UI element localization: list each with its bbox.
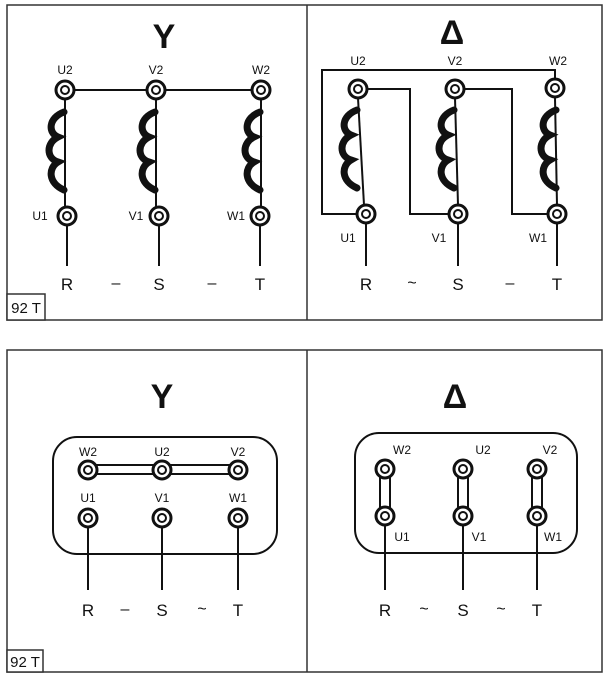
phase-label-s: S (153, 275, 164, 294)
terminal-box (354, 432, 578, 554)
terminal-label-u1: U1 (394, 530, 410, 544)
terminal-u2 (151, 459, 173, 481)
reference-label: 92 T (11, 300, 41, 317)
link-w2-u1 (321, 69, 556, 215)
terminal-label-v2: V2 (543, 443, 558, 457)
terminal-label-v2: V2 (231, 445, 246, 459)
terminal-v1 (447, 203, 469, 225)
phase-label-s: S (452, 275, 463, 294)
terminal-u1 (374, 505, 396, 527)
terminal-label-u1: U1 (80, 491, 96, 505)
terminal-u1 (77, 507, 99, 529)
phase-label-s: S (457, 601, 468, 620)
terminal-w2 (544, 77, 566, 99)
terminal-w1 (526, 505, 548, 527)
terminal-label-w2: W2 (393, 443, 411, 457)
terminal-v1 (452, 505, 474, 527)
terminal-w2 (250, 79, 272, 101)
terminal-label-u2: U2 (154, 445, 170, 459)
phase-label-s: S (156, 601, 167, 620)
phase-label-r: R (379, 601, 391, 620)
terminal-v1 (151, 507, 173, 529)
phase-label-r: R (61, 275, 73, 294)
terminal-label-v1: V1 (472, 530, 487, 544)
phase-label-r: R (360, 275, 372, 294)
terminal-label-v2: V2 (149, 63, 164, 77)
reference-box (6, 649, 44, 673)
terminal-u2 (452, 458, 474, 480)
terminal-v2 (227, 459, 249, 481)
delta-wiring-panel: Δ U2 V2 W2 U1 V1 W1 R S T ~ – (321, 14, 568, 294)
terminal-label-w1: W1 (227, 209, 245, 223)
star-wiring-panel: Y U2 V2 W2 U1 V1 W1 R S T – – 92 T (6, 18, 272, 321)
phase-separator: ~ (496, 601, 505, 618)
terminal-label-w2: W2 (79, 445, 97, 459)
terminal-v2 (526, 458, 548, 480)
star-terminal-box-panel: Y W2 U2 V2 U1 V1 W1 R S T – ~ 92 T (6, 378, 278, 673)
delta-terminal-box-panel: Δ W2 U2 V2 U1 V1 W1 R S T ~ ~ (354, 378, 578, 620)
star-symbol: Y (151, 378, 174, 416)
top-frame (6, 4, 603, 321)
phase-label-t: T (552, 275, 562, 294)
lead-w (554, 97, 558, 206)
coil-u (45, 108, 68, 194)
terminal-label-v2: V2 (448, 54, 463, 68)
terminal-w2 (374, 458, 396, 480)
terminal-label-u1: U1 (340, 231, 356, 245)
terminal-label-u1: U1 (32, 209, 48, 223)
link-v2-w1 (455, 88, 557, 215)
terminal-label-w1: W1 (529, 231, 547, 245)
coil-w (241, 108, 264, 194)
terminal-label-v1: V1 (155, 491, 170, 505)
terminal-box (52, 436, 278, 555)
lead-v (454, 97, 459, 206)
terminal-label-w2: W2 (252, 63, 270, 77)
phase-label-r: R (82, 601, 94, 620)
phase-separator: – (506, 275, 515, 292)
phase-separator: ~ (419, 601, 428, 618)
terminal-u1 (56, 205, 78, 227)
terminal-label-u2: U2 (350, 54, 366, 68)
terminal-u1 (355, 203, 377, 225)
terminal-w1 (546, 203, 568, 225)
terminal-label-w2: W2 (549, 54, 567, 68)
terminal-v1 (148, 205, 170, 227)
lead-u (357, 97, 365, 206)
phase-separator: – (208, 275, 217, 292)
terminal-label-w1: W1 (229, 491, 247, 505)
coil-u (338, 106, 361, 192)
phase-separator: – (121, 601, 130, 618)
terminal-label-v1: V1 (432, 231, 447, 245)
terminal-u2 (347, 78, 369, 100)
phase-label-t: T (255, 275, 265, 294)
terminal-v2 (444, 78, 466, 100)
reference-label: 92 T (10, 654, 40, 671)
coil-w (537, 106, 560, 192)
delta-symbol: Δ (443, 378, 467, 416)
phase-separator: ~ (197, 601, 206, 618)
delta-symbol: Δ (440, 14, 464, 52)
phase-label-t: T (532, 601, 542, 620)
terminal-label-u2: U2 (475, 443, 491, 457)
coil-v (435, 106, 458, 192)
bottom-frame (6, 349, 603, 673)
star-symbol: Y (153, 18, 176, 56)
reference-box (6, 293, 46, 321)
terminal-label-u2: U2 (57, 63, 73, 77)
terminal-u2 (54, 79, 76, 101)
terminal-label-w1: W1 (544, 530, 562, 544)
phase-label-t: T (233, 601, 243, 620)
phase-separator: ~ (407, 275, 416, 292)
terminal-label-v1: V1 (129, 209, 144, 223)
phase-separator: – (112, 275, 121, 292)
link-u2-v1 (358, 88, 458, 215)
coil-v (136, 108, 159, 194)
terminal-w1 (227, 507, 249, 529)
terminal-w1 (249, 205, 271, 227)
terminal-v2 (145, 79, 167, 101)
terminal-w2 (77, 459, 99, 481)
